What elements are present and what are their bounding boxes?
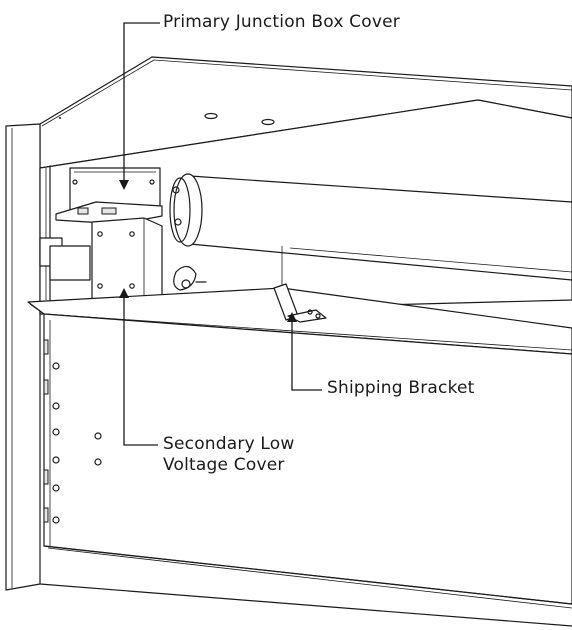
callout-primary-junction-box-cover: Primary Junction Box Cover — [163, 12, 400, 32]
leader-primary — [119, 22, 160, 190]
secondary-low-voltage-box — [39, 217, 163, 301]
burner-tube — [169, 173, 572, 298]
callout-secondary-line1: Secondary Low — [163, 434, 295, 454]
shipping-bracket-part — [273, 283, 327, 323]
left-hinges — [43, 339, 49, 523]
callout-shipping-bracket: Shipping Bracket — [327, 378, 475, 398]
top-pin — [59, 117, 61, 119]
leader-shipping — [287, 312, 322, 391]
tube-bolt — [172, 186, 180, 194]
primary-junction-box — [55, 167, 163, 225]
callout-secondary-low-voltage-cover: Secondary Low Voltage Cover — [163, 434, 295, 476]
top-screw-hole — [261, 118, 275, 126]
gas-fitting — [173, 265, 207, 291]
left-frame-post — [5, 123, 41, 591]
callout-secondary-line2: Voltage Cover — [163, 455, 285, 475]
lower-front-panel — [39, 313, 572, 627]
top-screw-hole — [204, 112, 218, 120]
panel-screws — [52, 362, 102, 524]
tube-bolt — [174, 218, 182, 226]
leader-secondary — [119, 288, 158, 446]
